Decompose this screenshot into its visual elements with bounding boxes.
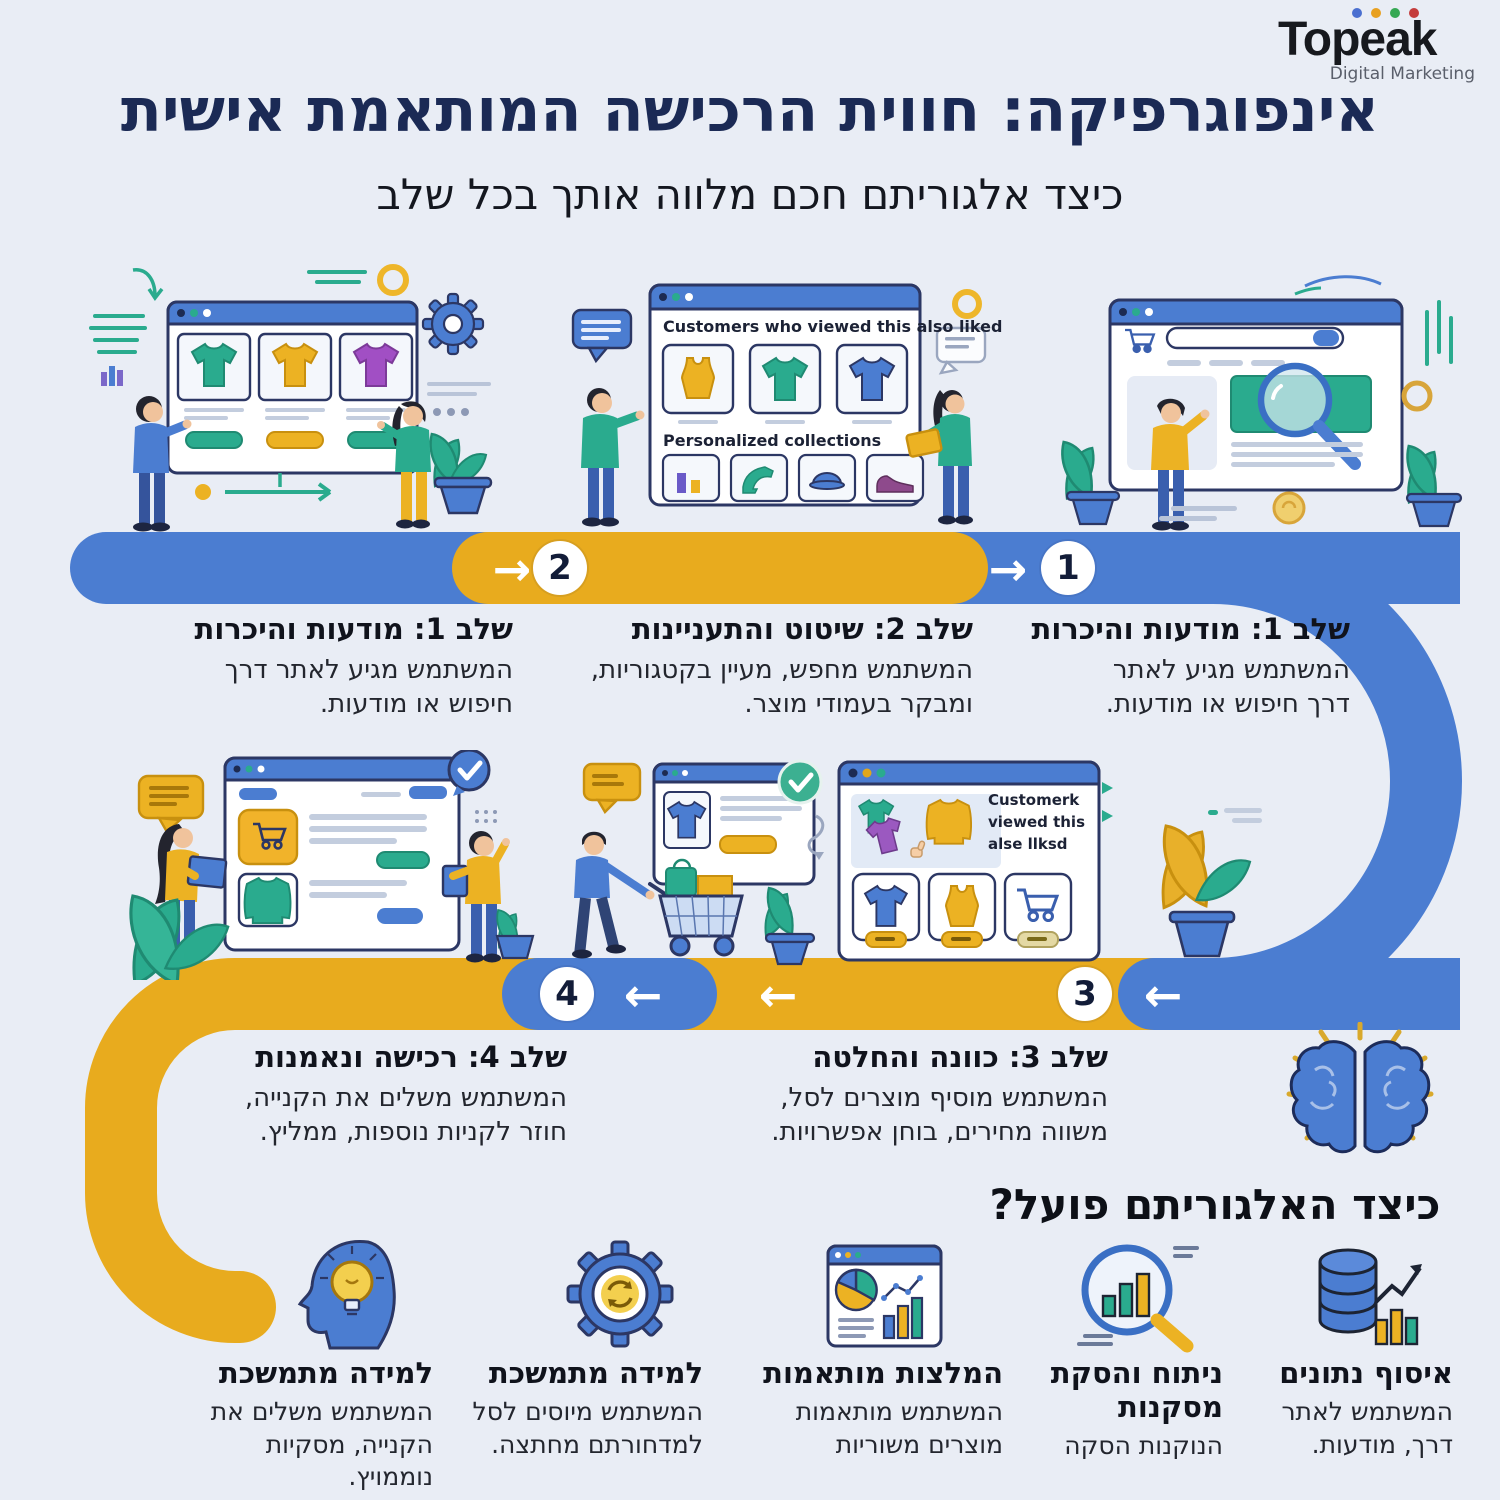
feature-title: למידה מתמשכת [218, 1356, 433, 1390]
analysis-magnifier-icon [1077, 1244, 1199, 1353]
arrow-left-icon: ← [623, 968, 663, 1022]
squiggle-arrow-icon [807, 814, 825, 856]
sun-icon [952, 289, 982, 319]
feature-body: המשתמש משלים את הקנייה, מסקיות נוממויץ. [210, 1397, 433, 1492]
step-title: שלב 3: כוונה והחלטה [812, 1040, 1108, 1074]
compare-note-text: Customerk viewed this alse llksd [988, 791, 1086, 853]
brain-icon [1286, 1022, 1434, 1154]
speech-bubble-icon [935, 326, 987, 375]
arrow-left-icon [1102, 810, 1113, 822]
coin-icon [1272, 491, 1306, 525]
feature-body: המשתמש לאתר דרך, מודעות. [1281, 1397, 1453, 1459]
person [572, 831, 655, 959]
scene-compare-illustration [837, 760, 1113, 962]
algorithm-heading: כיצד האלגוריתם פועל? [989, 1180, 1441, 1229]
step-title: שלב 4: רכישה ונאמנות [255, 1040, 567, 1074]
step-title: שלב 1: מודעות והיכרות [1031, 612, 1350, 646]
scene-recommendations-illustration [571, 283, 987, 527]
product-grid-window [166, 300, 419, 475]
plant [1405, 444, 1463, 528]
feature-title: למידה מתמשכת [488, 1356, 703, 1390]
logo-dots [1352, 8, 1419, 18]
step-title: שלב 1: מודעות והיכרות [194, 612, 513, 646]
speech-bubble-icon [582, 762, 642, 814]
step-body: המשתמש מחפש, מעיין בקטגוריות, ומבקר בעמו… [590, 655, 973, 720]
check-badge-icon [777, 759, 823, 805]
logo-tagline: Digital Marketing [1329, 64, 1475, 84]
step-3-marker: 3 [1058, 967, 1112, 1021]
feature-continuous-learning-a: למידה מתמשכת המשתמש מיוסים לסל למדחורתם … [463, 1356, 703, 1461]
speech-bubble-icon [571, 308, 633, 364]
feature-continuous-learning-b: למידה מתמשכת המשתמש משלים את הקנייה, מסק… [193, 1356, 433, 1494]
scene-awareness-left-illustration [89, 264, 493, 532]
arrow-right-icon: → [988, 542, 1028, 596]
feature-data-collection: איסוף נתונים המשתמש לאתר דרך, מודעות. [1218, 1356, 1453, 1461]
speech-bubble-icon [137, 774, 205, 834]
scene-cart-illustration [572, 759, 825, 966]
step-4-block: שלב 4: רכישה ונאמנות המשתמש משלים את הקנ… [195, 1040, 567, 1150]
step-body: המשתמש מגיע לאתר דרך חיפוש או מודעות. [224, 655, 513, 720]
timeline-left-curve [85, 958, 430, 1343]
ring-icon [1401, 380, 1433, 412]
dashboard-icon [826, 1244, 943, 1348]
step-1-marker: 1 [1041, 541, 1095, 595]
feature-analysis: ניתוח והסקת מסקנות הנוקנות הסקה [988, 1356, 1223, 1463]
viewed-also-liked-heading: Customers who viewed this also liked [663, 317, 1003, 336]
feature-body: הנוקנות הסקה [1064, 1431, 1223, 1461]
step-body: המשתמש מוסיף מוצרים לסל, משווה מחירים, ב… [771, 1083, 1108, 1148]
person [441, 831, 510, 963]
logo-wordmark: Topeak [1278, 13, 1437, 66]
step-body: המשתמש מגיע לאתר דרך חיפוש או מודעות. [1105, 655, 1350, 720]
gear-icon [421, 292, 485, 356]
thumbs-up-icon [910, 840, 926, 858]
step-2-marker: 2 [533, 541, 587, 595]
step-1-left-block: שלב 1: מודעות והיכרות המשתמש מגיע לאתר ד… [168, 612, 513, 722]
scene-search-illustration [1061, 275, 1463, 531]
sun-icon [377, 264, 409, 296]
step-body: המשתמש משלים את הקנייה, חוזר לקניות נוספ… [244, 1083, 567, 1148]
plant [429, 432, 493, 515]
head-bulb-icon [297, 1240, 396, 1350]
laptop-icon [905, 428, 943, 458]
feature-title: המלצות מותאמות [763, 1356, 1003, 1390]
step-2-block: שלב 2: שיטוט והתעניינות המשתמש מחפש, מעי… [588, 612, 973, 722]
arrow-left-icon: ← [1143, 968, 1183, 1022]
arrow-left-icon [1102, 782, 1113, 794]
plant-decor [1161, 808, 1262, 958]
feature-title: ניתוח והסקת מסקנות [1050, 1356, 1223, 1425]
arrow-left-icon: ← [758, 968, 798, 1022]
feature-body: המשתמש מיוסים לסל למדחורתם מחתצה. [472, 1397, 703, 1459]
dot-decor [195, 484, 211, 500]
plant [495, 909, 535, 960]
scene-purchase-illustration [129, 750, 535, 980]
person [581, 388, 645, 527]
page-subtitle: כיצד אלגוריתם חכם מלווה אותך בכל שלב [376, 170, 1124, 219]
personalized-collections-heading: Personalized collections [663, 431, 882, 450]
person [1151, 398, 1210, 531]
feature-body: המשתמש מותאמות מוצרים משוריות [795, 1397, 1003, 1459]
timeline-band-row2-blue-b [1118, 958, 1460, 1030]
feature-recommendations: המלצות מותאמות המשתמש מותאמות מוצרים משו… [763, 1356, 1003, 1461]
plant [129, 894, 231, 980]
plant [1061, 440, 1121, 526]
search-bar [1165, 326, 1345, 350]
person [905, 390, 973, 525]
feature-title: איסוף נתונים [1279, 1356, 1453, 1390]
check-badge-icon [447, 750, 491, 796]
person [377, 401, 431, 529]
person [133, 396, 192, 532]
arrow-right-icon: → [492, 542, 532, 596]
step-3-block: שלב 3: כוונה והחלטה המשתמש מוסיף מוצרים … [700, 1040, 1108, 1150]
step-1-right-block: שלב 1: מודעות והיכרות המשתמש מגיע לאתר ד… [1005, 612, 1350, 722]
shopping-cart-icon [648, 858, 744, 957]
gear-refresh-icon [566, 1240, 674, 1348]
step-4-marker: 4 [540, 967, 594, 1021]
step-title: שלב 2: שיטוט והתעניינות [631, 612, 973, 646]
page-title: אינפוגרפיקה: חווית הרכישה המותאמת אישית [120, 76, 1380, 146]
database-icon [1318, 1248, 1422, 1346]
timeline-band-row2-blue-a [502, 958, 717, 1030]
plant [764, 886, 816, 966]
bar-chart-icon [101, 366, 123, 386]
